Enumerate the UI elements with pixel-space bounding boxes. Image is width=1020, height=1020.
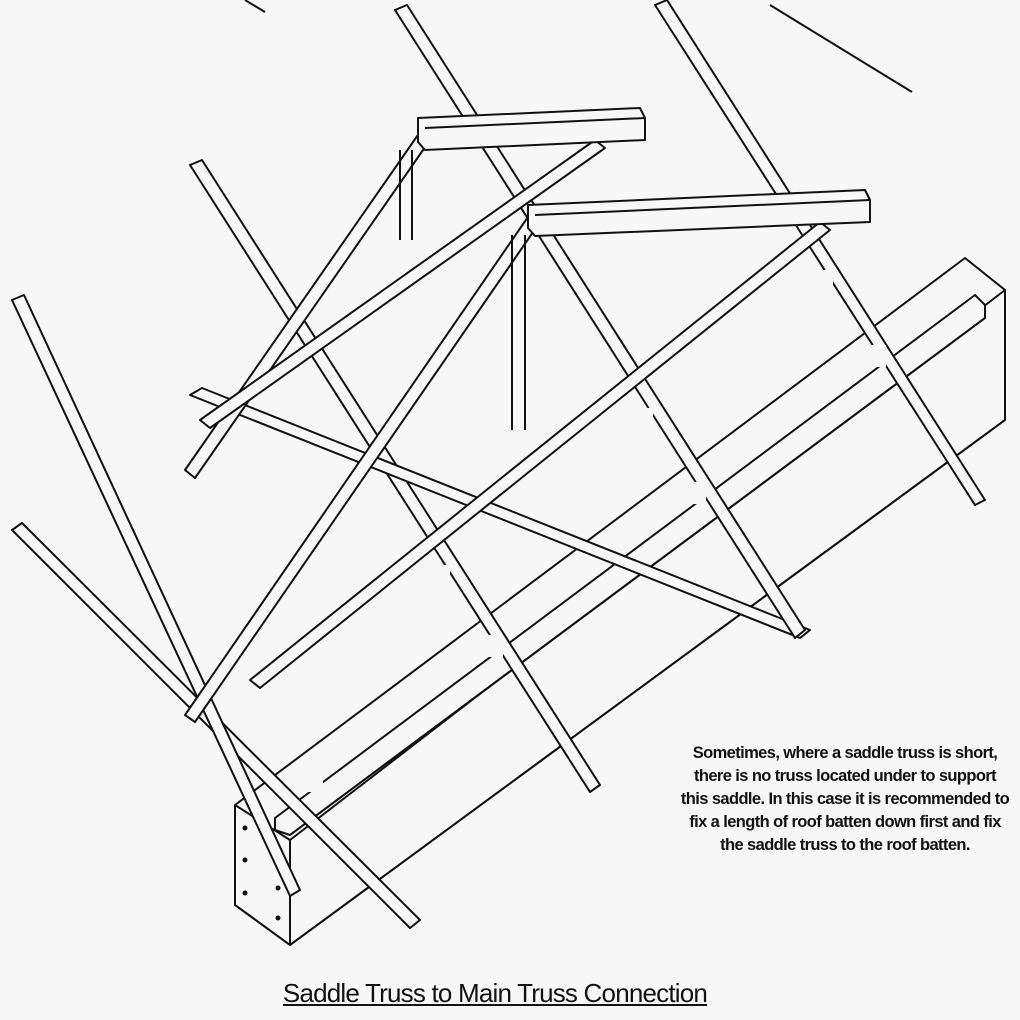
- annotation-note: Sometimes, where a saddle truss is short…: [680, 744, 1010, 854]
- top-chord-beams: [417, 107, 871, 237]
- diagram-title: Saddle Truss to Main Truss Connection: [282, 978, 708, 1008]
- connection-brackets: [255, 270, 886, 792]
- saddle-truss: [184, 131, 831, 723]
